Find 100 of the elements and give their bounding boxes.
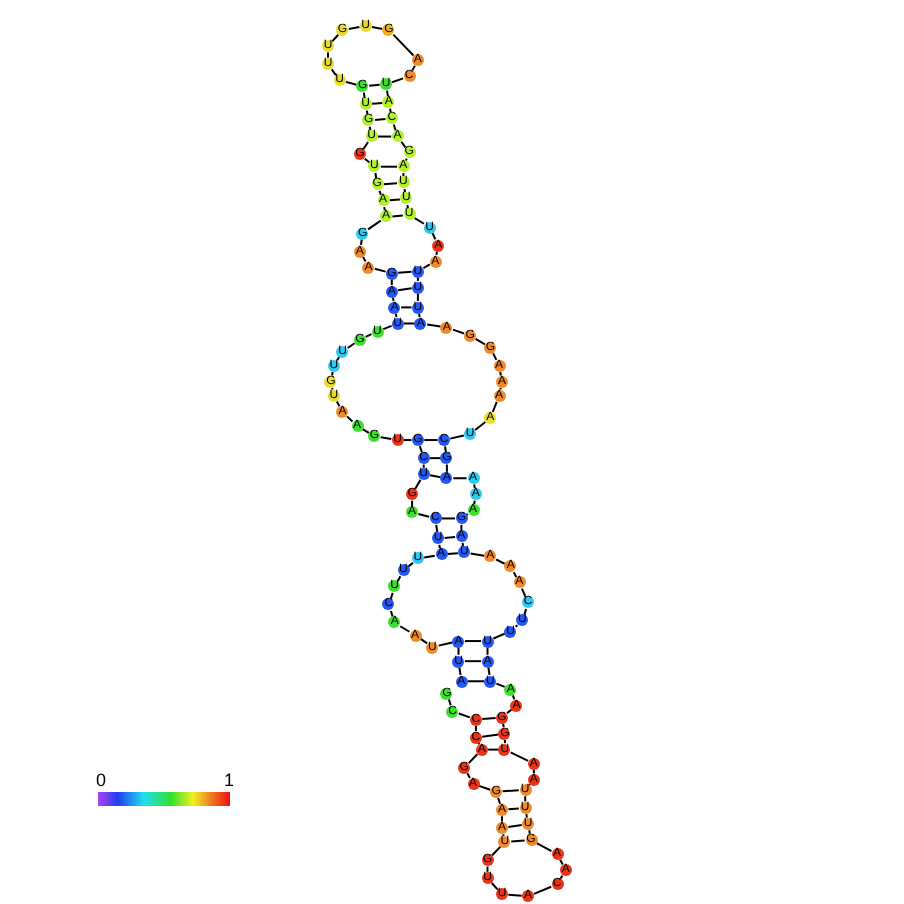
base-pair-line	[463, 640, 483, 643]
base-pair-line	[423, 439, 439, 442]
backbone-line	[390, 278, 393, 286]
backbone-line	[373, 267, 387, 273]
backbone-line	[486, 646, 489, 656]
backbone-line	[336, 356, 341, 362]
scale-tick-label: 1	[224, 772, 235, 790]
backbone-line	[399, 625, 411, 633]
base-pair-line	[507, 807, 520, 811]
backbone-line	[435, 523, 439, 534]
base-pair-line	[429, 474, 442, 479]
backbone-line	[403, 188, 407, 194]
backbone-line	[466, 772, 471, 780]
backbone-line	[444, 445, 447, 453]
base-pair-line	[388, 198, 401, 202]
backbone-line	[389, 107, 392, 114]
backbone-line	[499, 371, 502, 377]
backbone-line	[473, 483, 476, 490]
backbone-line	[362, 91, 366, 100]
base-pair-line	[510, 839, 526, 843]
base-pair-line	[403, 322, 416, 325]
backbone-line	[379, 436, 393, 440]
backbone-line	[474, 724, 477, 733]
base-pair-line	[443, 536, 456, 539]
backbone-line	[435, 250, 439, 256]
base-pair-line	[371, 101, 384, 105]
backbone-line	[392, 33, 415, 57]
backbone-line	[528, 829, 531, 835]
backbone-line	[416, 292, 419, 302]
backbone-line	[359, 238, 363, 246]
backbone-line	[458, 666, 462, 676]
backbone-line	[335, 400, 341, 408]
backbone-line	[533, 885, 553, 895]
base-pair-line	[507, 823, 523, 828]
backbone-line	[423, 554, 436, 559]
backbone-line	[406, 204, 410, 210]
backbone-line	[487, 666, 491, 676]
backbone-line	[331, 387, 334, 391]
base-pair-line	[440, 517, 456, 520]
backbone-line	[461, 541, 465, 548]
backbone-line	[524, 795, 527, 803]
backbone-line	[457, 712, 471, 719]
backbone-line	[478, 784, 492, 791]
backbone-line	[467, 753, 479, 765]
backbone-line	[346, 342, 356, 349]
backbone-line	[407, 561, 414, 568]
backbone-line	[347, 26, 361, 30]
backbone-line	[346, 415, 354, 423]
backbone-line	[469, 552, 486, 557]
backbone-line	[497, 796, 502, 805]
backbone-line	[451, 328, 466, 335]
backbone-line	[403, 439, 413, 442]
backbone-line	[438, 543, 441, 550]
backbone-line	[502, 722, 505, 729]
base-pair-line	[466, 680, 485, 683]
backbone-line	[457, 646, 460, 656]
scale-tick-label: 0	[96, 772, 107, 790]
base-pair-line	[481, 716, 497, 720]
backbone-line	[501, 815, 503, 823]
backbone-line	[413, 217, 425, 225]
backbone-line	[368, 125, 372, 132]
backbone-line	[520, 587, 527, 598]
backbone-line	[486, 865, 489, 873]
base-pair-line	[374, 118, 387, 121]
backbone-line	[437, 641, 454, 647]
backbone-line	[400, 140, 407, 149]
backbone-line	[422, 463, 425, 469]
backbone-line	[422, 263, 431, 269]
backbone-line	[499, 387, 502, 391]
backbone-line	[361, 255, 367, 263]
base-pair-line	[376, 135, 393, 138]
backbone-line	[559, 858, 564, 866]
backbone-line	[509, 751, 530, 762]
backbone-line	[391, 296, 395, 303]
backbone-line	[331, 371, 334, 377]
backbone-line	[535, 842, 553, 853]
backbone-line	[365, 109, 369, 116]
backbone-line	[367, 219, 382, 231]
backbone-line	[383, 206, 386, 212]
backbone-line	[452, 477, 468, 480]
backbone-line	[473, 499, 476, 506]
base-pair-line	[397, 287, 413, 292]
backbone-line	[402, 172, 405, 178]
backbone-line	[371, 26, 384, 30]
backbone-line	[394, 312, 398, 319]
backbone-line	[404, 157, 408, 162]
base-pair-line	[429, 457, 442, 460]
backbone-line	[491, 400, 498, 413]
base-pair-line	[368, 83, 381, 87]
base-pair-line	[481, 733, 500, 738]
backbone-line	[363, 157, 371, 164]
backbone-line	[362, 140, 370, 151]
backbone-line	[495, 682, 506, 688]
backbone-line	[416, 276, 419, 282]
backbone-line	[474, 337, 486, 346]
base-pair-line	[379, 165, 398, 168]
backbone-line	[417, 513, 431, 518]
backbone-line	[364, 333, 373, 338]
base-pair-line	[487, 748, 500, 751]
backbone-line	[418, 312, 421, 319]
